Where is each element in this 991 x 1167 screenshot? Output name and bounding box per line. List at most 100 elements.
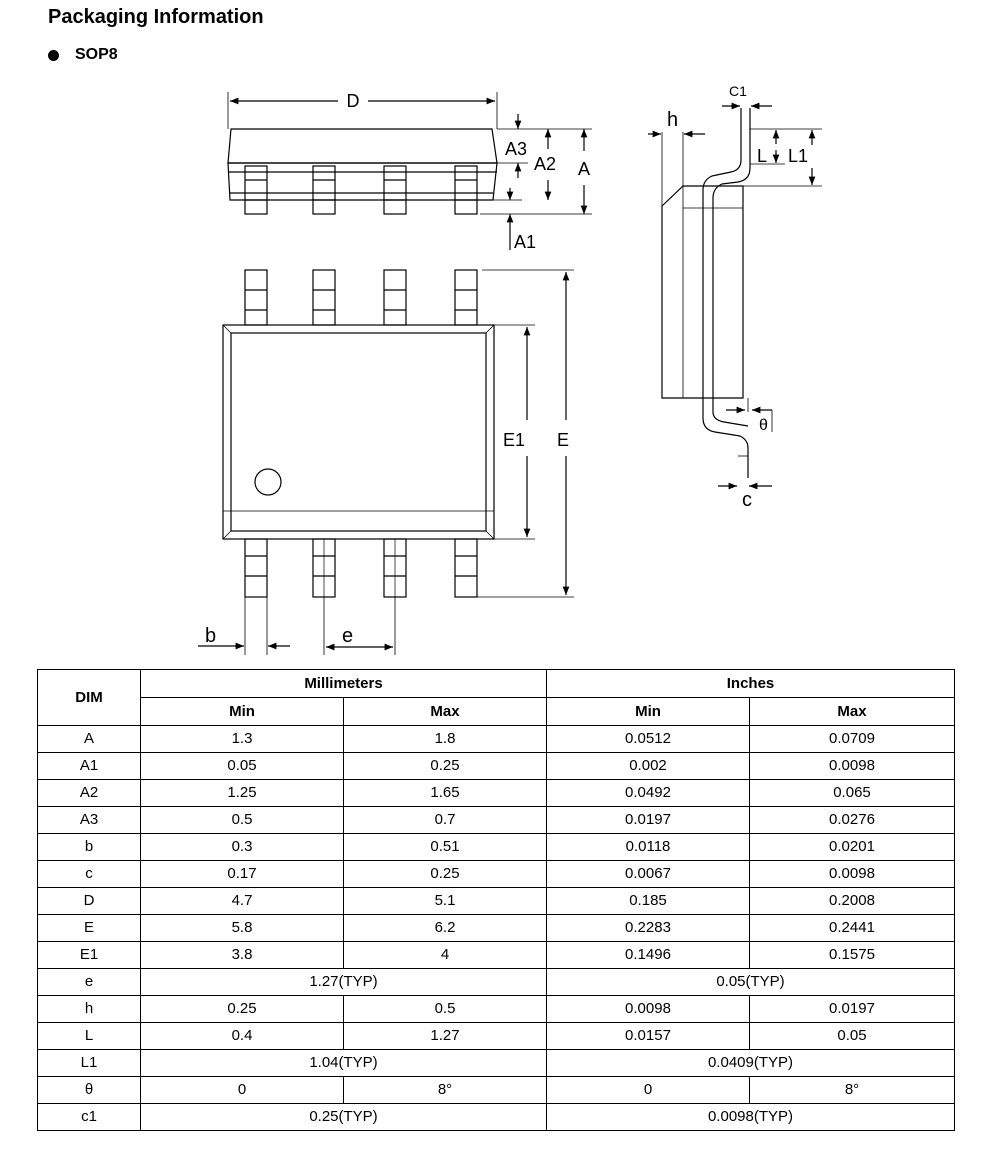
end-view — [648, 102, 822, 490]
in-min-cell: 0.0197 — [546, 806, 750, 834]
mm-min-cell: 0.4 — [140, 1022, 344, 1050]
dim-cell: A2 — [37, 779, 141, 807]
in-min-cell: 0.1496 — [546, 941, 750, 969]
mm-typ-cell: 1.27(TYP) — [140, 968, 547, 996]
dim-cell: D — [37, 887, 141, 915]
mm-min-header: Min — [140, 697, 344, 726]
package-drawing: D A3 A2 A A1 E1 E b e h C1 L L1 θ c — [198, 83, 822, 655]
dim-cell: θ — [37, 1076, 141, 1104]
label-b: b — [205, 625, 216, 647]
mm-max-cell: 0.5 — [343, 995, 547, 1023]
dim-cell: c — [37, 860, 141, 888]
in-max-cell: 0.0197 — [749, 995, 955, 1023]
in-max-cell: 0.2008 — [749, 887, 955, 915]
label-L1: L1 — [788, 146, 808, 166]
mm-min-cell: 4.7 — [140, 887, 344, 915]
in-min-cell: 0.0118 — [546, 833, 750, 861]
in-max-header: Max — [749, 697, 955, 726]
dim-cell: A1 — [37, 752, 141, 780]
dim-cell: c1 — [37, 1103, 141, 1131]
in-max-cell: 0.2441 — [749, 914, 955, 942]
label-L: L — [757, 146, 767, 166]
dim-cell: A3 — [37, 806, 141, 834]
side-view — [227, 92, 592, 250]
dim-cell: L — [37, 1022, 141, 1050]
label-D: D — [347, 91, 360, 111]
dim-cell: L1 — [37, 1049, 141, 1077]
package-name: SOP8 — [75, 46, 118, 63]
in-min-cell: 0.0157 — [546, 1022, 750, 1050]
dim-cell: e — [37, 968, 141, 996]
mm-min-cell: 5.8 — [140, 914, 344, 942]
mm-min-cell: 0.05 — [140, 752, 344, 780]
in-max-cell: 0.1575 — [749, 941, 955, 969]
in-max-cell: 8° — [749, 1076, 955, 1104]
mm-max-cell: 1.27 — [343, 1022, 547, 1050]
label-theta: θ — [759, 417, 768, 434]
mm-max-header: Max — [343, 697, 547, 726]
mm-min-cell: 1.3 — [140, 725, 344, 753]
in-min-cell: 0.185 — [546, 887, 750, 915]
mm-max-cell: 1.65 — [343, 779, 547, 807]
label-c: c — [742, 489, 752, 511]
dim-cell: E1 — [37, 941, 141, 969]
mm-min-cell: 0.3 — [140, 833, 344, 861]
in-min-cell: 0 — [546, 1076, 750, 1104]
in-typ-cell: 0.0409(TYP) — [546, 1049, 955, 1077]
label-E: E — [557, 430, 569, 450]
in-max-cell: 0.0098 — [749, 860, 955, 888]
label-A2: A2 — [534, 154, 556, 174]
mm-min-cell: 0.25 — [140, 995, 344, 1023]
in-min-header: Min — [546, 697, 750, 726]
label-e: e — [342, 625, 353, 647]
page-title: Packaging Information — [48, 6, 264, 28]
mm-max-cell: 0.51 — [343, 833, 547, 861]
in-max-cell: 0.05 — [749, 1022, 955, 1050]
in-min-cell: 0.0098 — [546, 995, 750, 1023]
mm-typ-cell: 1.04(TYP) — [140, 1049, 547, 1077]
label-A: A — [578, 159, 590, 179]
mm-max-cell: 1.8 — [343, 725, 547, 753]
dimension-table: DIM Millimeters Inches Min Max Min Max A… — [37, 669, 955, 1131]
in-max-cell: 0.0276 — [749, 806, 955, 834]
label-A3: A3 — [505, 139, 527, 159]
label-c1: C1 — [729, 83, 747, 99]
mm-max-cell: 4 — [343, 941, 547, 969]
mm-max-cell: 5.1 — [343, 887, 547, 915]
top-view — [198, 269, 574, 655]
label-A1: A1 — [514, 232, 536, 252]
mm-max-cell: 8° — [343, 1076, 547, 1104]
in-min-cell: 0.2283 — [546, 914, 750, 942]
in-min-cell: 0.002 — [546, 752, 750, 780]
in-max-cell: 0.0098 — [749, 752, 955, 780]
inches-header: Inches — [546, 669, 955, 698]
in-min-cell: 0.0512 — [546, 725, 750, 753]
mm-min-cell: 0.5 — [140, 806, 344, 834]
mm-typ-cell: 0.25(TYP) — [140, 1103, 547, 1131]
mm-min-cell: 1.25 — [140, 779, 344, 807]
mm-max-cell: 0.7 — [343, 806, 547, 834]
in-typ-cell: 0.0098(TYP) — [546, 1103, 955, 1131]
in-typ-cell: 0.05(TYP) — [546, 968, 955, 996]
dim-cell: h — [37, 995, 141, 1023]
bullet-icon — [48, 49, 59, 61]
in-max-cell: 0.0201 — [749, 833, 955, 861]
mm-min-cell: 3.8 — [140, 941, 344, 969]
dim-cell: b — [37, 833, 141, 861]
dim-cell: E — [37, 914, 141, 942]
